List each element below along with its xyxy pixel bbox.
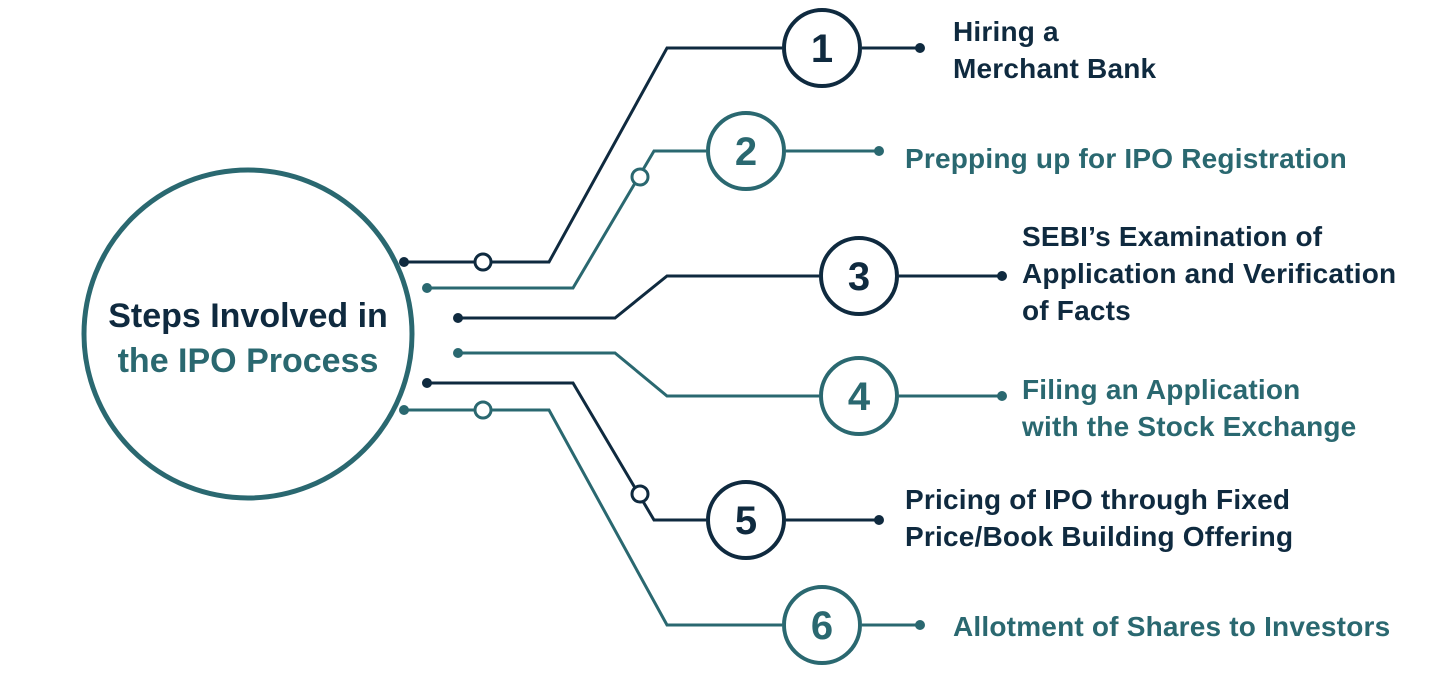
- connector-6-start-dot: [399, 405, 409, 415]
- step-6-label-line: Allotment of Shares to Investors: [953, 611, 1391, 642]
- connector-3-start-dot: [453, 313, 463, 323]
- step-2-label: Prepping up for IPO Registration: [905, 140, 1347, 177]
- step-6-label: Allotment of Shares to Investors: [953, 608, 1390, 645]
- step-2-label-line: Prepping up for IPO Registration: [905, 143, 1347, 174]
- connector-2-junction-ring: [630, 167, 650, 187]
- center-title-line2: the IPO Process: [118, 342, 379, 380]
- step-3-number: 3: [848, 255, 870, 299]
- connector-4: [458, 351, 1002, 398]
- center-circle: [81, 167, 415, 501]
- connector-2: [427, 149, 879, 290]
- step-4-circle: [819, 356, 899, 436]
- connector-6-end-dot: [915, 620, 925, 630]
- step-5-circle: [706, 480, 786, 560]
- center-title-line1: Steps Involved in: [108, 297, 388, 335]
- connector-3: [458, 274, 1002, 320]
- step-3-label-line: of Facts: [1022, 295, 1131, 326]
- step-3-label-line: Application and Verification: [1022, 258, 1397, 289]
- step-5-label: Pricing of IPO through Fixed Price/Book …: [905, 481, 1293, 555]
- connector-5-end-dot: [874, 515, 884, 525]
- connector-1-junction-ring: [473, 252, 493, 272]
- step-2-circle: [706, 111, 786, 191]
- connector-1-end-dot: [915, 43, 925, 53]
- connector-5-junction-ring: [630, 484, 650, 504]
- step-6-circle: [782, 585, 862, 665]
- step-1-number: 1: [811, 27, 833, 71]
- connector-4-end-dot: [997, 391, 1007, 401]
- step-4-label: Filing an Application with the Stock Exc…: [1022, 371, 1356, 445]
- step-3-circle: [819, 236, 899, 316]
- step-3-label-line: SEBI’s Examination of: [1022, 221, 1323, 252]
- connector-2-end-dot: [874, 146, 884, 156]
- step-1-label-line: Merchant Bank: [953, 53, 1157, 84]
- step-1-label-line: Hiring a: [953, 16, 1059, 47]
- connector-1-start-dot: [399, 257, 409, 267]
- step-1-label: Hiring a Merchant Bank: [953, 13, 1156, 87]
- step-5-label-line: Price/Book Building Offering: [905, 521, 1294, 552]
- connector-4-start-dot: [453, 348, 463, 358]
- step-1-circle: [782, 8, 862, 88]
- connector-2-start-dot: [422, 283, 432, 293]
- step-4-label-line: Filing an Application: [1022, 374, 1301, 405]
- step-6-number: 6: [811, 604, 833, 648]
- step-5-number: 5: [735, 499, 757, 543]
- step-3-label: SEBI’s Examination of Application and Ve…: [1022, 218, 1396, 329]
- connector-6-junction-ring: [473, 400, 493, 420]
- step-4-label-line: with the Stock Exchange: [1022, 411, 1357, 442]
- connector-3-end-dot: [997, 271, 1007, 281]
- connector-5: [427, 381, 879, 522]
- step-4-number: 4: [848, 375, 871, 419]
- connector-5-start-dot: [422, 378, 432, 388]
- step-2-number: 2: [735, 130, 757, 174]
- step-5-label-line: Pricing of IPO through Fixed: [905, 484, 1291, 515]
